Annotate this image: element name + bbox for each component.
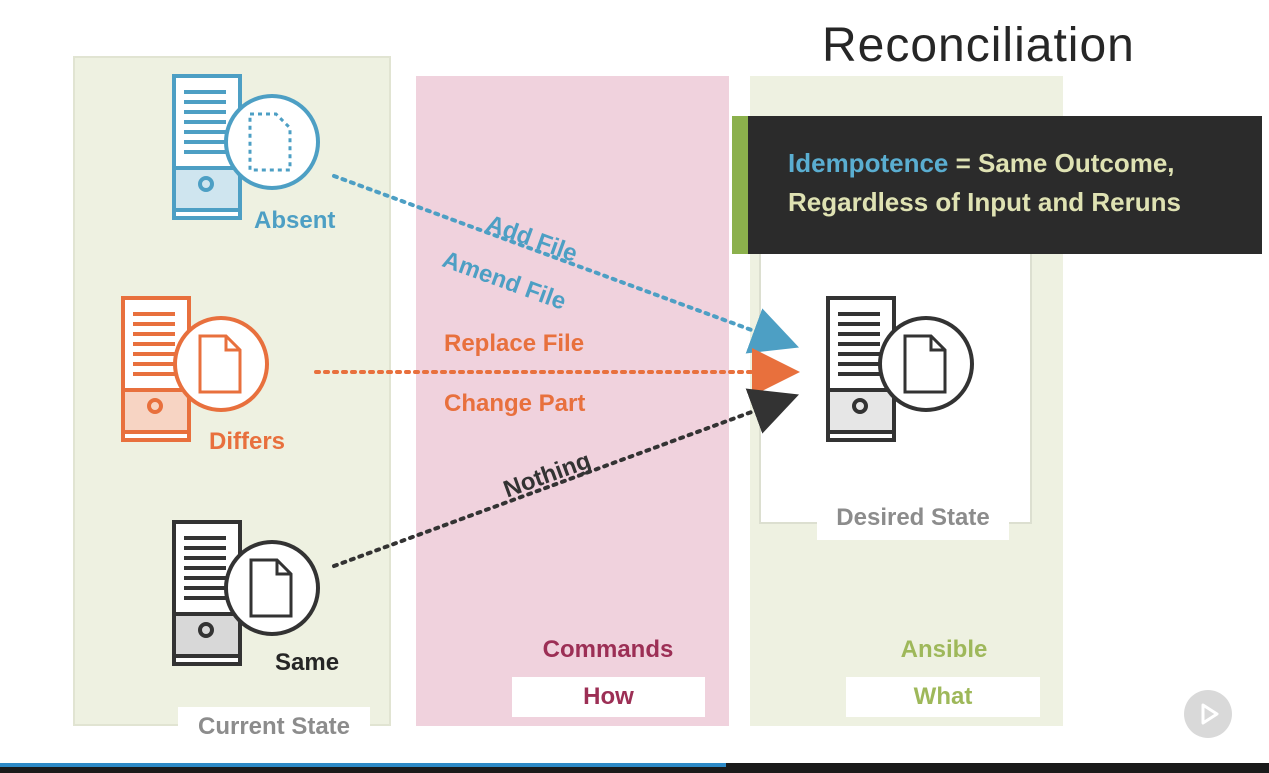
same-arrow: [332, 388, 800, 568]
same-label: Same: [275, 649, 340, 676]
desired-state-tag: Desired State: [817, 500, 1009, 540]
idempotence-term: Idempotence: [788, 148, 949, 178]
idempotence-definition: = Same Outcome, Regardless of Input and …: [788, 148, 1181, 217]
current-state-tag: Current State: [178, 707, 370, 747]
page-title: Reconciliation: [822, 19, 1135, 72]
video-control-bar: [0, 763, 1269, 773]
commands-heading: Commands: [542, 636, 674, 663]
server-differs-icon: [121, 296, 269, 442]
replace-file-label: Replace File: [444, 330, 585, 357]
server-absent-icon: [172, 74, 320, 220]
callout-accent-bar: [732, 116, 748, 254]
what-tag: What: [846, 677, 1040, 717]
change-part-label: Change Part: [444, 390, 586, 417]
absent-arrow: [332, 174, 800, 354]
server-same-icon: [172, 520, 320, 666]
idempotence-callout: [732, 116, 1262, 254]
commands-panel: [416, 76, 729, 726]
play-icon: [1201, 703, 1219, 725]
how-tag: How: [512, 677, 705, 717]
callout-text: Idempotence = Same Outcome, Regardless o…: [788, 144, 1258, 222]
progress-bar[interactable]: [0, 763, 726, 767]
server-desired-icon: [826, 296, 974, 442]
ansible-heading: Ansible: [900, 636, 988, 663]
absent-label: Absent: [254, 207, 336, 234]
play-button[interactable]: [1184, 690, 1232, 738]
differs-label: Differs: [209, 428, 286, 455]
